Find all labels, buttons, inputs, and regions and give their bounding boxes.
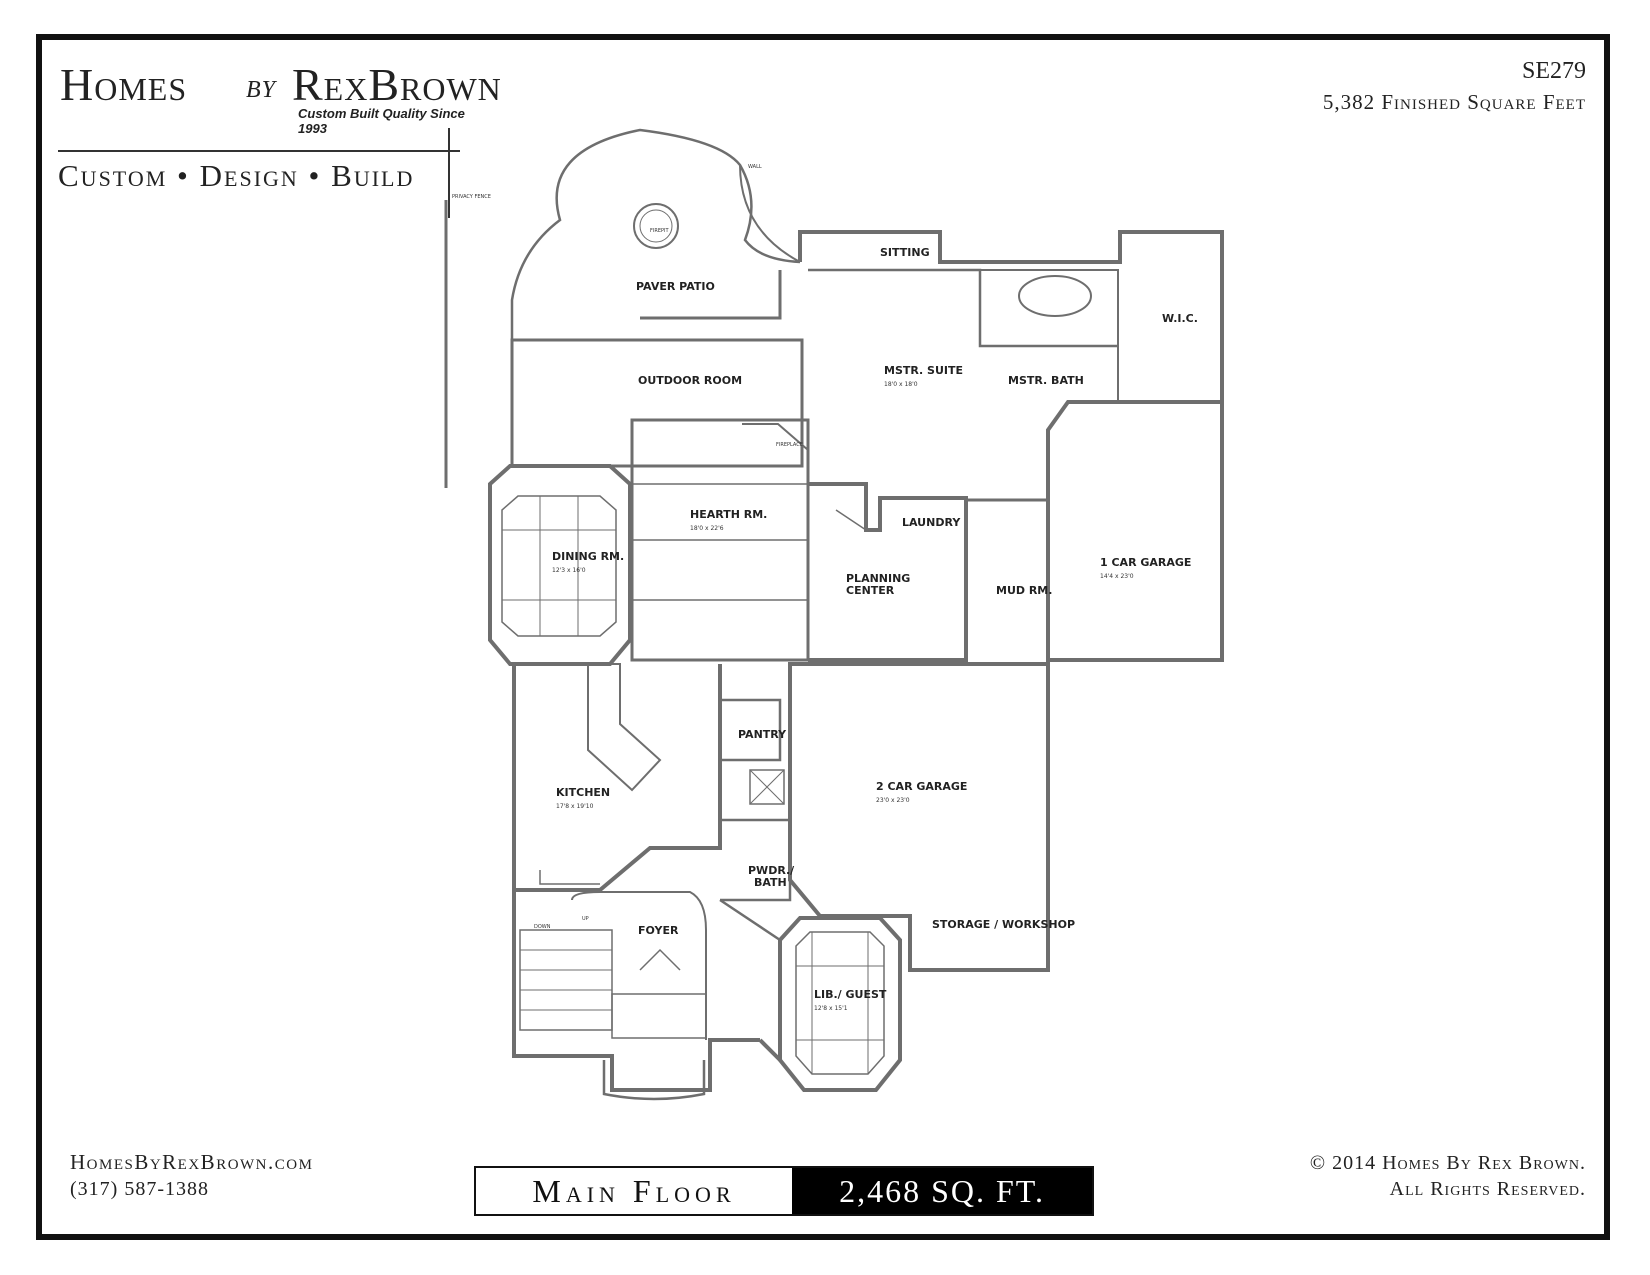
label-stairs-down: DOWN xyxy=(534,924,551,930)
label-dining-rm-dim: 12'3 x 16'0 xyxy=(552,567,586,574)
logo-tagline: Custom Built Quality Since 1993 xyxy=(298,106,465,136)
label-fireplace: FIREPLACE xyxy=(776,442,803,448)
label-laundry: LAUNDRY xyxy=(902,516,961,529)
label-lib-guest-dim: 12'8 x 15'1 xyxy=(814,1005,848,1012)
label-1-car-garage-dim: 14'4 x 23'0 xyxy=(1100,573,1134,580)
label-wic: W.I.C. xyxy=(1162,312,1198,325)
label-center: CENTER xyxy=(846,584,895,597)
page-border xyxy=(36,34,1610,1240)
floor-name: Main Floor xyxy=(532,1172,736,1209)
label-hearth-rm: HEARTH RM. xyxy=(690,508,767,521)
label-2-car-garage-dim: 23'0 x 23'0 xyxy=(876,797,910,804)
floor-area: 2,468 SQ. FT. xyxy=(792,1168,1092,1214)
label-outdoor-room: OUTDOOR ROOM xyxy=(638,374,742,387)
label-lib-guest: LIB./ GUEST xyxy=(814,988,887,1001)
label-1-car-garage: 1 CAR GARAGE xyxy=(1100,556,1191,569)
label-mstr-bath: MSTR. BATH xyxy=(1008,374,1084,387)
logo-word-homes: Homes xyxy=(60,59,188,110)
label-2-car-garage: 2 CAR GARAGE xyxy=(876,780,967,793)
logo-word-by: by xyxy=(246,68,277,105)
label-dining-rm: DINING RM. xyxy=(552,550,624,563)
footer-phone: (317) 587-1388 xyxy=(70,1178,209,1200)
label-kitchen-dim: 17'8 x 19'10 xyxy=(556,803,594,810)
label-hearth-rm-dim: 18'0 x 22'6 xyxy=(690,525,724,532)
label-storage-workshop: STORAGE / WORKSHOP xyxy=(932,918,1075,931)
label-pantry: PANTRY xyxy=(738,728,787,741)
label-planning: PLANNING xyxy=(846,572,910,585)
footer-copyright: © 2014 Homes By Rex Brown. xyxy=(1309,1152,1586,1174)
label-wall: WALL xyxy=(748,164,762,170)
company-logo: Homes by RexBrown Custom Built Quality S… xyxy=(60,58,501,138)
label-pwdr: PWDR./ xyxy=(748,864,795,877)
label-mstr-suite-dim: 18'0 x 18'0 xyxy=(884,381,918,388)
footer-rights: All Rights Reserved. xyxy=(1389,1178,1586,1200)
label-stairs-up: UP xyxy=(582,916,589,922)
label-mstr-suite: MSTR. SUITE xyxy=(884,364,963,377)
label-kitchen: KITCHEN xyxy=(556,786,610,799)
label-sitting: SITTING xyxy=(880,246,930,259)
logo-word-rexbrown: RexBrown xyxy=(292,59,502,110)
label-mud-rm: MUD RM. xyxy=(996,584,1052,597)
footer-website: HomesByRexBrown.com xyxy=(70,1150,314,1174)
label-privacy-fence: PRIVACY FENCE xyxy=(452,194,491,200)
label-bath: BATH xyxy=(754,876,787,889)
room-labels: FIREPIT WALL PRIVACY FENCE PAVER PATIO O… xyxy=(452,164,1198,1012)
label-paver-patio: PAVER PATIO xyxy=(636,280,715,293)
slogan: Custom • Design • Build xyxy=(58,158,415,193)
header-vertical-divider xyxy=(448,128,450,218)
floor-title-box: Main Floor 2,468 SQ. FT. xyxy=(474,1166,1094,1216)
label-firepit: FIREPIT xyxy=(650,228,669,234)
label-foyer: FOYER xyxy=(638,924,679,937)
plan-finished-sqft: 5,382 Finished Square Feet xyxy=(1322,90,1586,114)
plan-walls xyxy=(444,128,1224,1101)
header-divider xyxy=(58,150,460,152)
plan-id: SE279 xyxy=(1521,58,1586,84)
